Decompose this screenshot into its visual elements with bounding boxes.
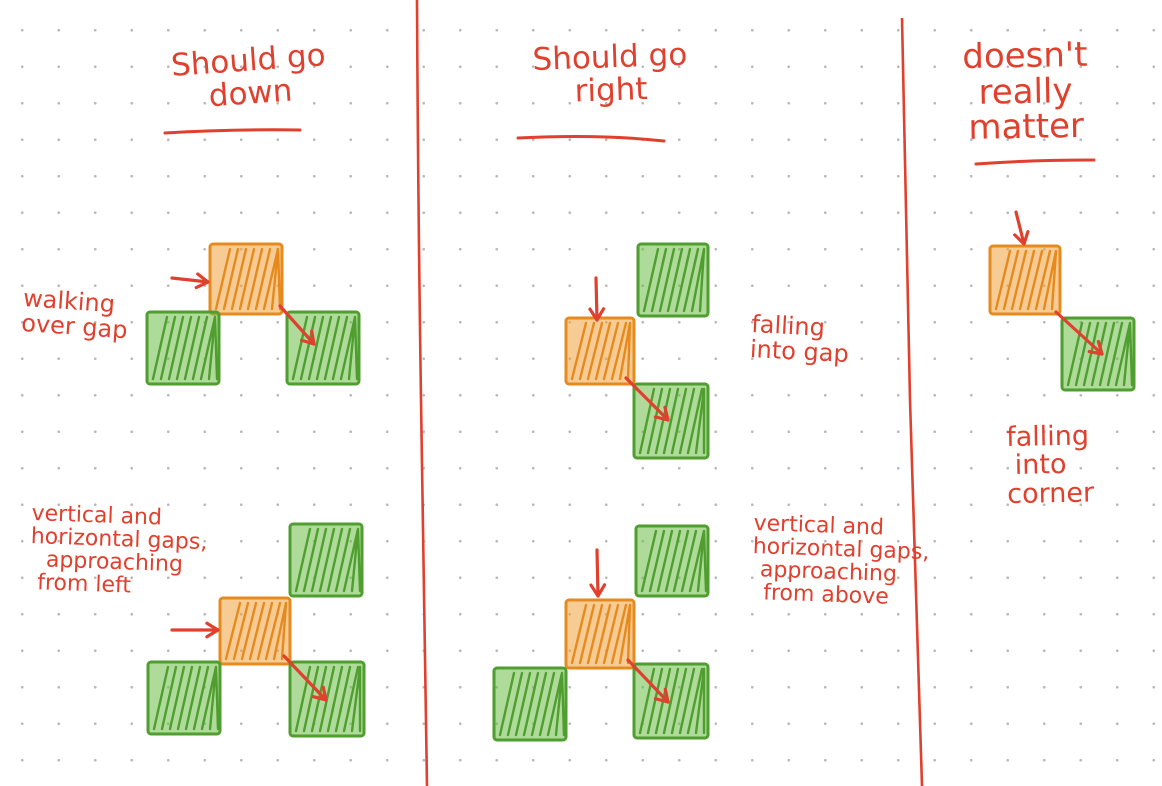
ground-block-hatching — [291, 315, 359, 381]
ground-block-hatching — [498, 671, 566, 737]
direction-arrow-head — [311, 685, 328, 702]
panel-3-heading-line-1: doesn't — [961, 34, 1088, 77]
moving-block-hatching — [570, 321, 632, 381]
panel-2-heading-line-1: Should go — [531, 36, 688, 78]
ground-block — [285, 310, 361, 386]
column-divider-right — [900, 17, 924, 786]
heading-underline-panel-1 — [163, 128, 302, 135]
panel-3-heading: doesn't really matter — [961, 34, 1089, 149]
approach-arrow — [589, 548, 607, 598]
panel-3-heading-line-3: matter — [968, 106, 1085, 149]
moving-block — [988, 244, 1062, 316]
panel-2-heading: Should go right — [531, 36, 689, 109]
label-line: into — [1014, 449, 1067, 482]
label-line: falling — [1005, 420, 1090, 453]
direction-arrow-shaft — [1054, 310, 1104, 356]
direction-arrow-shaft — [626, 658, 670, 704]
ground-block-hatching — [152, 665, 220, 731]
approach-arrow-shaft — [170, 276, 210, 284]
heading-underline-panel-3 — [974, 158, 1096, 166]
direction-arrow-shaft — [282, 654, 328, 702]
approach-arrow-shaft — [1014, 210, 1026, 246]
approach-arrow-shaft — [595, 548, 600, 598]
direction-arrow-head — [1087, 339, 1104, 356]
direction-arrow — [278, 304, 316, 346]
example-label-left-gaps: vertical and horizontal gaps, approachin… — [29, 501, 209, 600]
example-label-walking-over-gap: walking over gap — [20, 284, 130, 344]
approach-arrow — [170, 621, 220, 639]
approach-arrow — [170, 272, 210, 290]
direction-arrow — [624, 376, 670, 422]
moving-block-hatching — [224, 601, 288, 661]
ground-block-hatching — [294, 527, 362, 593]
direction-arrow — [1054, 310, 1104, 356]
moving-block — [564, 316, 636, 386]
approach-arrow-shaft — [594, 276, 599, 322]
label-line: into gap — [749, 335, 850, 369]
direction-arrow-head — [653, 687, 670, 704]
moving-block-hatching — [570, 603, 632, 665]
direction-arrow-shaft — [624, 376, 670, 422]
example-label-above-gaps: vertical and horizontal gaps, approachin… — [751, 511, 931, 610]
ground-block-hatching — [642, 247, 706, 313]
ground-block — [146, 660, 222, 736]
ground-block — [632, 662, 710, 740]
arrow-layer — [170, 210, 1104, 704]
approach-arrow — [1013, 210, 1030, 246]
ground-block — [288, 522, 364, 598]
moving-block — [564, 598, 636, 670]
example-label-falling-into-corner: falling into corner — [1005, 420, 1095, 510]
direction-arrow-head — [653, 405, 670, 422]
ground-block — [145, 310, 221, 386]
approach-arrow-head — [205, 621, 220, 639]
ground-block — [492, 666, 568, 742]
approach-arrow-head — [589, 583, 607, 598]
direction-arrow-head — [299, 329, 316, 346]
ground-block-hatching — [638, 387, 706, 455]
approach-arrow-head — [194, 272, 210, 290]
direction-arrow-shaft — [278, 304, 316, 346]
heading-underline-panel-2 — [516, 135, 666, 143]
approach-arrow — [588, 276, 606, 322]
panel-1-heading: Should go down — [170, 37, 329, 115]
moving-block — [208, 242, 284, 316]
column-divider-left — [415, 0, 429, 786]
ground-block — [636, 242, 710, 318]
direction-arrow — [626, 658, 670, 704]
moving-block-hatching — [214, 247, 282, 311]
label-line: corner — [1006, 477, 1095, 510]
direction-arrow — [282, 654, 328, 702]
ground-block — [634, 524, 710, 598]
ground-block-hatching — [640, 529, 708, 593]
approach-arrow-head — [588, 307, 606, 322]
example-label-falling-into-gap: falling into gap — [749, 310, 850, 369]
moving-block-hatching — [994, 249, 1058, 311]
approach-arrow-head — [1013, 230, 1030, 246]
moving-block — [218, 596, 292, 666]
ground-block-hatching — [151, 315, 219, 381]
